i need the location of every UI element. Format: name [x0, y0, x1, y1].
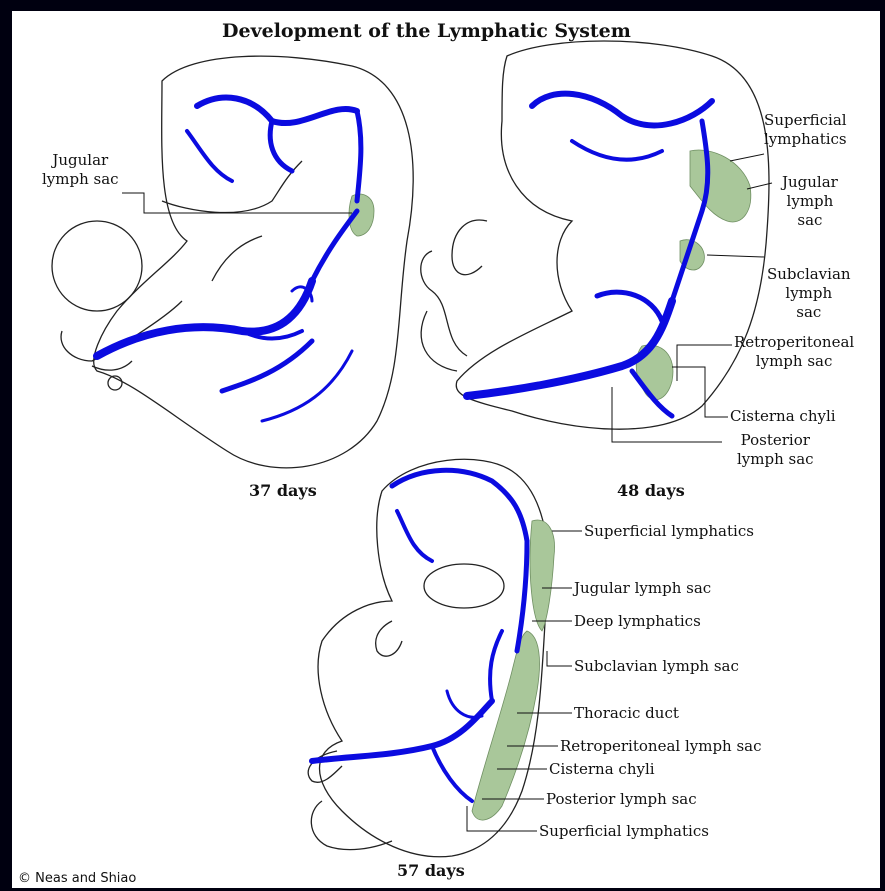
diagram-title: Development of the Lymphatic System [222, 20, 631, 42]
label-57-superficial-lymphatics: Superficial lymphatics [584, 522, 754, 541]
label-57-retroperitoneal-lymph-sac: Retroperitoneal lymph sac [560, 737, 762, 756]
label-48-jugular-lymph-sac: Jugular lymph sac [782, 173, 838, 230]
label-57-subclavian-lymph-sac: Subclavian lymph sac [574, 657, 739, 676]
label-57-posterior-lymph-sac: Posterior lymph sac [546, 790, 697, 809]
label-48-superficial-lymphatics: Superficial lymphatics [764, 111, 847, 149]
blood-vessels [97, 94, 712, 801]
label-line: Posterior [737, 431, 814, 450]
label-line: lymph [782, 192, 838, 211]
label-57-cisterna-chyli: Cisterna chyli [549, 760, 655, 779]
label-line: lymph [767, 284, 851, 303]
label-line: lymphatics [764, 130, 847, 149]
label-48-cisterna-chyli: Cisterna chyli [730, 407, 836, 426]
label-line: Subclavian [767, 265, 851, 284]
label-line: lymph sac [737, 450, 814, 469]
label-37-jugular-lymph-sac: Jugular lymph sac [42, 151, 119, 189]
label-48-retroperitoneal-lymph-sac: Retroperitoneal lymph sac [734, 333, 854, 371]
embryo-57-days-outline [308, 459, 548, 856]
label-57-superficial-lymphatics-lower: Superficial lymphatics [539, 822, 709, 841]
stage-label-48-days: 48 days [617, 481, 685, 500]
diagram-canvas: Development of the Lymphatic System Jugu… [12, 11, 880, 888]
label-line: Superficial [764, 111, 847, 130]
label-line: Jugular [782, 173, 838, 192]
label-57-jugular-lymph-sac: Jugular lymph sac [574, 579, 711, 598]
image-credit: © Neas and Shiao [18, 871, 136, 886]
label-line: lymph sac [42, 170, 119, 189]
label-57-thoracic-duct: Thoracic duct [574, 704, 679, 723]
label-48-subclavian-lymph-sac: Subclavian lymph sac [767, 265, 851, 322]
label-57-deep-lymphatics: Deep lymphatics [574, 612, 701, 631]
label-line: Retroperitoneal [734, 333, 854, 352]
stage-label-37-days: 37 days [249, 481, 317, 500]
label-line: sac [767, 303, 851, 322]
label-line: sac [782, 211, 838, 230]
label-line: Jugular [42, 151, 119, 170]
label-48-posterior-lymph-sac: Posterior lymph sac [737, 431, 814, 469]
label-line: lymph sac [734, 352, 854, 371]
stage-label-57-days: 57 days [397, 861, 465, 880]
